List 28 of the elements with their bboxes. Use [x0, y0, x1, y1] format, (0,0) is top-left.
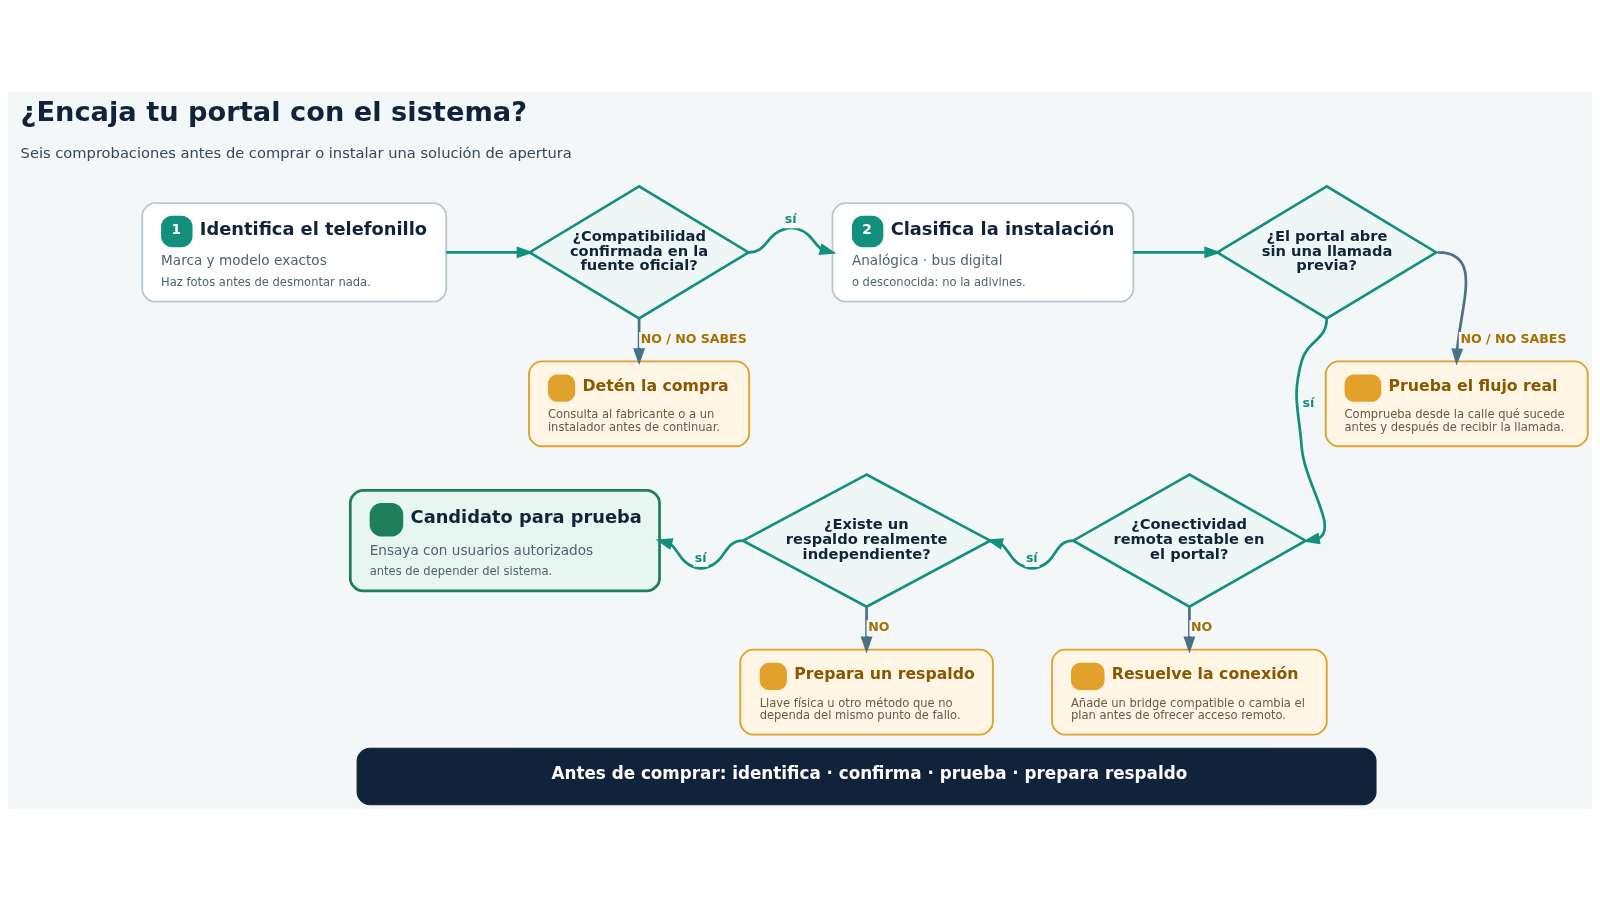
node-box: Resuelve la conexión Añade un bridge compatible o cambia el plan antes de ofrecer acceso remoto. [1051, 648, 1328, 735]
node-box: Prueba el flujo real Comprueba desde la calle qué sucede antes y después de recibir la llamada. [1324, 359, 1589, 447]
diagram-title: ¿Encaja tu portal con el sistema? [20, 95, 527, 127]
arrow [1183, 606, 1196, 654]
arrow [1437, 250, 1468, 366]
edge-label: NO / NO SABES [1460, 330, 1567, 346]
node-diamond: ¿Conectividad remota estable en el portal? [1070, 472, 1309, 608]
arrow [633, 318, 646, 365]
node-box: Prepara un respaldo Llave física u otro método que no dependa del mismo punto de fallo. [739, 648, 994, 735]
edge-label: NO / NO SABES [640, 330, 747, 346]
edge-label: NO [1191, 618, 1213, 634]
arrow [860, 606, 873, 654]
label: Seis comprobaciones antes de comprar o instalar una solución de apertura [20, 143, 572, 161]
arrow [1133, 245, 1222, 258]
edge-label: sí [694, 549, 707, 565]
arrow [446, 245, 534, 258]
edge-label: sí [784, 210, 797, 226]
node-box: Antes de comprar: identifica · confirma · prueba · prepara respaldo [356, 747, 1377, 805]
edge-label: NO [868, 618, 890, 634]
edge-label: sí [1025, 549, 1038, 565]
node-box: 1 Identifica el telefonillo Marca y modelo exactos Haz fotos antes de desmontar nada. [141, 201, 448, 303]
node-box: Detén la compra Consulta al fabricante o a un instalador antes de continuar. [528, 359, 751, 447]
node-diamond: ¿Compatibilidad confirmada en la fuente oficial? [527, 184, 752, 320]
node-box: Candidato para prueba Ensaya con usuarios autorizados antes de depender del sistema. [348, 488, 661, 592]
arrow [1295, 317, 1329, 544]
edge-label: sí [1302, 394, 1315, 410]
arrow [748, 226, 837, 255]
node-box: 2 Clasifica la instalación Analógica · bus digital o desconocida: no la adivines. [831, 201, 1135, 303]
